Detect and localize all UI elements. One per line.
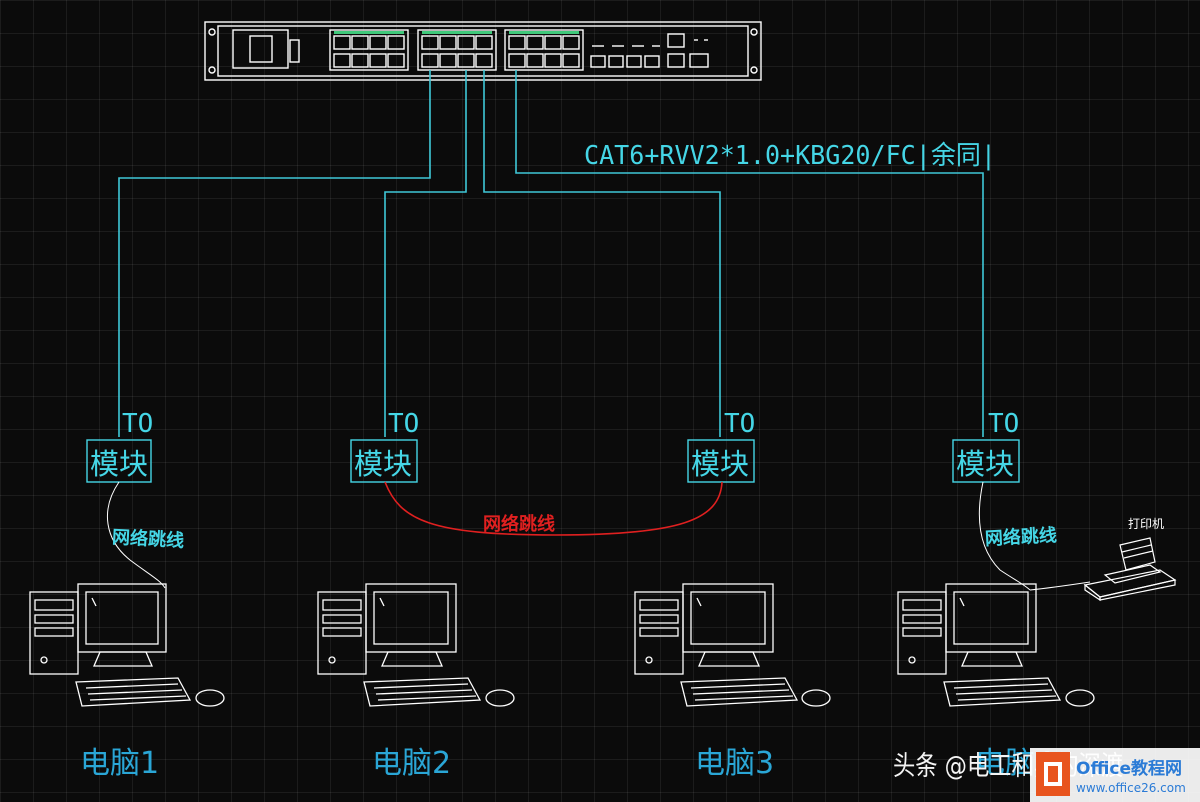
outlet-2-module-label: 模块	[354, 447, 412, 481]
outlet-2-module-box	[350, 439, 418, 483]
computer-2-label: 电脑2	[372, 746, 451, 781]
outlet-2: TO 模块	[350, 409, 419, 483]
outlet-1: TO 模块	[86, 409, 153, 483]
outlet-2-to-label: TO	[388, 409, 419, 439]
printer-cable	[1029, 581, 1091, 591]
cable-to-outlet-2	[384, 70, 467, 437]
patch-cord-red	[384, 481, 723, 536]
patch-label-left: 网络跳线	[112, 526, 185, 552]
printer	[1083, 537, 1177, 602]
site-name-watermark: Office教程网	[1076, 758, 1182, 779]
outlet-3-module-box	[687, 439, 755, 483]
cable-to-outlet-1	[118, 70, 431, 437]
outlet-3-module-label: 模块	[691, 447, 749, 481]
cable-to-outlet-3	[483, 70, 721, 437]
computer-2	[317, 583, 515, 707]
port-bank-2	[417, 29, 497, 71]
port-leds	[334, 31, 579, 34]
network-switch	[204, 21, 762, 81]
cable-spec-label: CAT6+RVV2*1.0+KBG20/FC|余同|	[584, 141, 996, 171]
office-logo-watermark: Office教程网 www.office26.com	[1030, 748, 1200, 802]
cable-runs	[118, 70, 984, 437]
outlet-3: TO 模块	[687, 409, 755, 483]
port-bank-1	[329, 29, 409, 71]
patch-label-right: 网络跳线	[984, 524, 1057, 550]
outlet-4: TO 模块	[952, 409, 1020, 483]
outlet-3-to-label: TO	[724, 409, 755, 439]
site-url-watermark: www.office26.com	[1076, 781, 1186, 795]
outlet-4-module-label: 模块	[956, 447, 1014, 481]
patch-cord-4	[978, 481, 1031, 591]
computer-1	[29, 583, 225, 707]
outlet-4-module-box	[952, 439, 1020, 483]
computer-3-label: 电脑3	[695, 746, 774, 781]
computer-3	[634, 583, 831, 707]
port-bank-3	[504, 29, 584, 71]
outlet-1-module-label: 模块	[90, 447, 148, 481]
printer-label: 打印机	[1128, 517, 1164, 531]
computer-1-label: 电脑1	[80, 746, 159, 781]
computer-4	[897, 583, 1095, 707]
outlet-4-to-label: TO	[988, 409, 1019, 439]
outlet-1-to-label: TO	[122, 409, 153, 439]
patch-label-middle: 网络跳线	[483, 513, 555, 535]
patch-cord-1	[106, 481, 166, 589]
cable-to-outlet-4	[515, 70, 984, 437]
